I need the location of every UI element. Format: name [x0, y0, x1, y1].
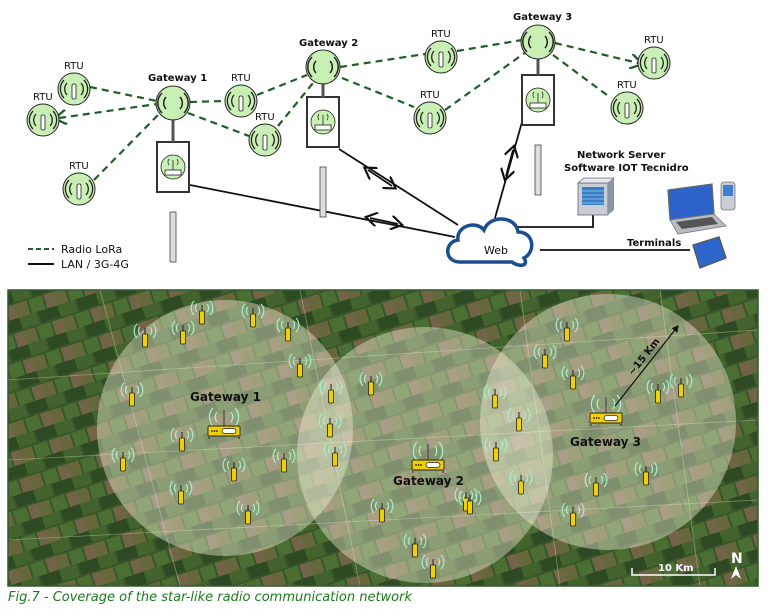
lan-links — [189, 121, 690, 251]
map-gateway-2-label: Gateway 2 — [393, 474, 464, 488]
lan-link-arrow — [370, 218, 398, 224]
rtu-antenna-icon — [248, 123, 282, 157]
diagram-area: Gateway 1 Gateway 2 Gateway 3 RTURTURTUR… — [26, 12, 736, 271]
terminals-label: Terminals — [627, 238, 681, 249]
coverage-radius-arrow — [614, 324, 679, 407]
satellite-background — [8, 290, 758, 586]
lan-link-arrow — [506, 150, 513, 176]
rtu-antenna-icon — [62, 172, 96, 206]
lora-link — [187, 111, 250, 138]
gateway-3-pole — [521, 74, 555, 196]
rtu-node[interactable]: RTU — [62, 161, 96, 206]
lan-link-web-server — [516, 214, 594, 228]
lora-link — [554, 41, 638, 63]
rtu-node[interactable]: RTU — [413, 90, 447, 135]
network-server[interactable]: Network Server Software IOT Tecnidro — [564, 150, 689, 216]
rtu-label: RTU — [431, 29, 451, 40]
map-gateway-1-label: Gateway 1 — [190, 390, 261, 404]
gateway-2-label: Gateway 2 — [299, 38, 358, 49]
gateway-3-label: Gateway 3 — [513, 12, 572, 23]
lan-link-arrow — [368, 170, 392, 186]
rtu-label: RTU — [69, 161, 89, 172]
lora-link — [341, 76, 415, 109]
rtu-antenna-icon — [610, 91, 644, 125]
coverage-area-gateway-2 — [297, 327, 553, 583]
cloud-icon — [446, 217, 534, 267]
rtu-node[interactable]: RTU — [26, 92, 60, 137]
rtu-node[interactable]: RTU — [610, 80, 644, 125]
tablet-icon — [692, 236, 727, 269]
map-border — [7, 289, 759, 587]
lora-link — [89, 85, 158, 103]
scale-bar — [631, 568, 716, 576]
gateway-1-pole — [156, 141, 190, 263]
rtu-antenna-icon — [424, 40, 458, 74]
gateway-1-label: Gateway 1 — [148, 73, 207, 84]
rtu-label: RTU — [231, 73, 251, 84]
server-label-line1: Network Server — [577, 150, 665, 161]
lora-link — [552, 54, 612, 99]
rtu-nodes: RTU RTU RTU RTU RTU RTU RTU RTU RTU — [26, 29, 671, 206]
lora-link — [444, 51, 527, 111]
lora-link — [93, 112, 161, 181]
legend-label-lora: Radio LoRa — [61, 243, 122, 256]
rtu-node[interactable]: RTU — [424, 29, 458, 74]
rtu-label: RTU — [33, 92, 53, 103]
scale-bar-label: 10 Km — [658, 563, 694, 574]
rtu-label: RTU — [420, 90, 440, 101]
rtu-node[interactable]: RTU — [224, 73, 258, 118]
rtu-antenna-icon — [57, 72, 91, 106]
gateway-2-node[interactable] — [305, 49, 341, 85]
rtu-antenna-icon — [637, 46, 671, 80]
rtu-label: RTU — [64, 61, 84, 72]
lora-link — [456, 38, 523, 53]
rtu-node[interactable]: RTU — [637, 35, 671, 80]
north-arrow-icon — [731, 566, 741, 579]
rtu-antenna-icon — [26, 103, 60, 137]
legend-label-lan: LAN / 3G-4G — [61, 258, 129, 271]
lora-link — [256, 73, 308, 97]
rtu-node[interactable]: RTU — [248, 112, 282, 157]
rtu-antenna-icon — [224, 84, 258, 118]
lora-link — [277, 82, 314, 127]
gateway-3-node[interactable] — [520, 24, 556, 60]
phone-icon — [720, 181, 736, 211]
rtu-label: RTU — [617, 80, 637, 91]
server-icon — [576, 177, 616, 216]
coverage-map: Gateway 1 Gateway 2 Gateway 3 ~15 Km 10 … — [8, 290, 758, 586]
web-label: Web — [484, 244, 508, 257]
rtu-label: RTU — [255, 112, 275, 123]
lora-link — [339, 52, 426, 69]
server-label-line2: Software IOT Tecnidro — [564, 163, 689, 174]
rtu-label: RTU — [644, 35, 664, 46]
rtu-antenna-icon — [413, 101, 447, 135]
gateway-2-pole — [306, 96, 340, 218]
lan-link-gw2-web — [338, 148, 459, 226]
legend: Radio LoRa LAN / 3G-4G — [28, 243, 129, 271]
terminals[interactable]: Terminals — [627, 181, 736, 269]
gateway-1-node[interactable] — [155, 85, 191, 121]
north-label: N — [731, 551, 743, 567]
laptop-icon — [667, 183, 727, 235]
map-gateway-3-label: Gateway 3 — [570, 435, 641, 449]
lora-link — [189, 99, 226, 104]
lora-links — [59, 38, 638, 181]
lora-link — [59, 102, 158, 118]
figure-caption: Fig.7 - Coverage of the star-like radio … — [8, 590, 413, 605]
web-cloud[interactable]: Web — [446, 217, 534, 267]
rtu-node[interactable]: RTU — [57, 61, 91, 106]
